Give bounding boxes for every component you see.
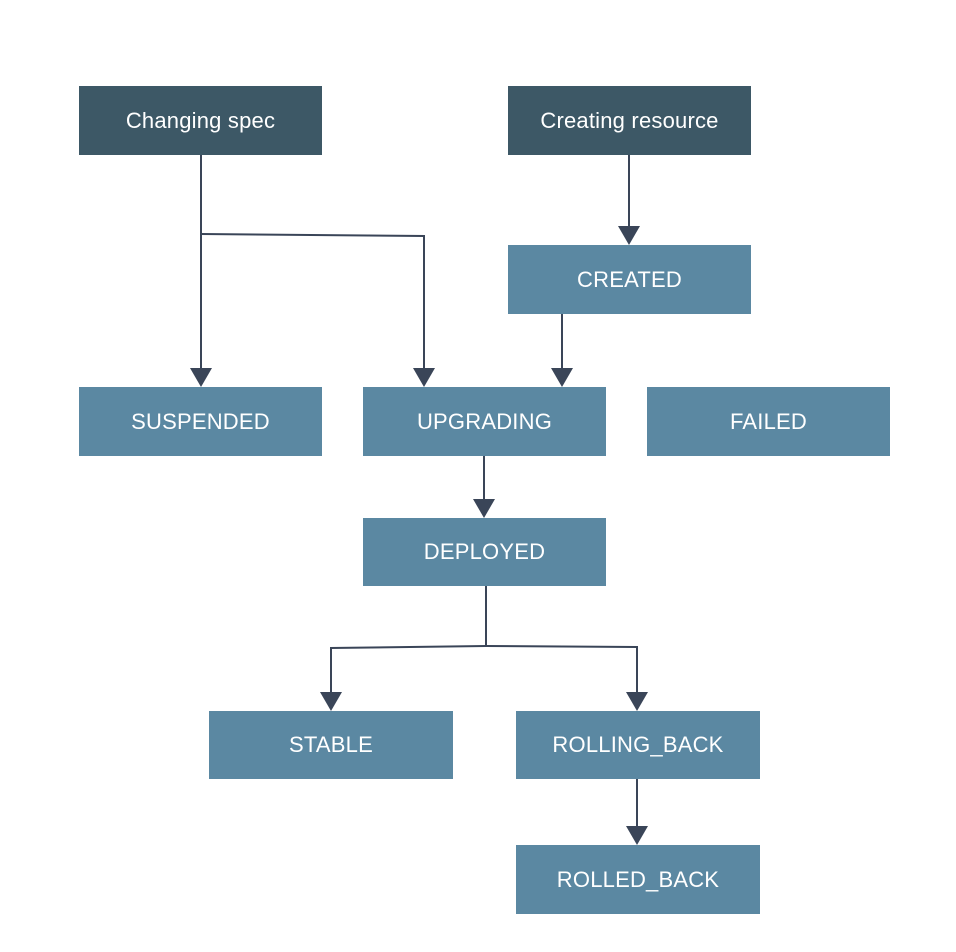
stable-state: STABLE	[209, 711, 453, 779]
changing-spec-label: Changing spec	[125, 107, 276, 133]
failed-state: FAILED	[647, 387, 890, 456]
arrowhead-rolled-back	[626, 826, 648, 845]
arrowhead-suspended	[190, 368, 212, 387]
suspended-label: SUSPENDED	[131, 408, 270, 434]
rolling-back-label: ROLLING_BACK	[552, 732, 724, 757]
arrowhead-upgrading-from-created	[551, 368, 573, 387]
rolled-back-state: ROLLED_BACK	[516, 845, 760, 914]
creating-resource-node: Creating resource	[508, 86, 751, 155]
failed-label: FAILED	[729, 408, 807, 434]
changing-spec-node: Changing spec	[79, 86, 322, 155]
upgrading-state: UPGRADING	[363, 387, 606, 456]
upgrading-label: UPGRADING	[416, 408, 553, 434]
arrowhead-deployed	[473, 499, 495, 518]
edge-changing-spec-to-upgrading	[200, 233, 425, 370]
rolling-back-state: ROLLING_BACK	[516, 711, 760, 779]
arrowhead-created	[618, 226, 640, 245]
arrowhead-stable	[320, 692, 342, 711]
suspended-state: SUSPENDED	[79, 387, 322, 456]
edge-deployed-to-stable	[330, 645, 487, 694]
stable-label: STABLE	[289, 732, 373, 757]
created-label: CREATED	[577, 266, 682, 292]
arrowhead-rolling-back	[626, 692, 648, 711]
rolled-back-label: ROLLED_BACK	[556, 866, 720, 892]
created-state: CREATED	[508, 245, 751, 314]
deployed-state: DEPLOYED	[363, 518, 606, 586]
deployed-label: DEPLOYED	[423, 539, 546, 564]
creating-resource-label: Creating resource	[540, 107, 719, 133]
edge-deployed-to-rolling-back	[485, 645, 638, 694]
arrowhead-upgrading-from-spec	[413, 368, 435, 387]
